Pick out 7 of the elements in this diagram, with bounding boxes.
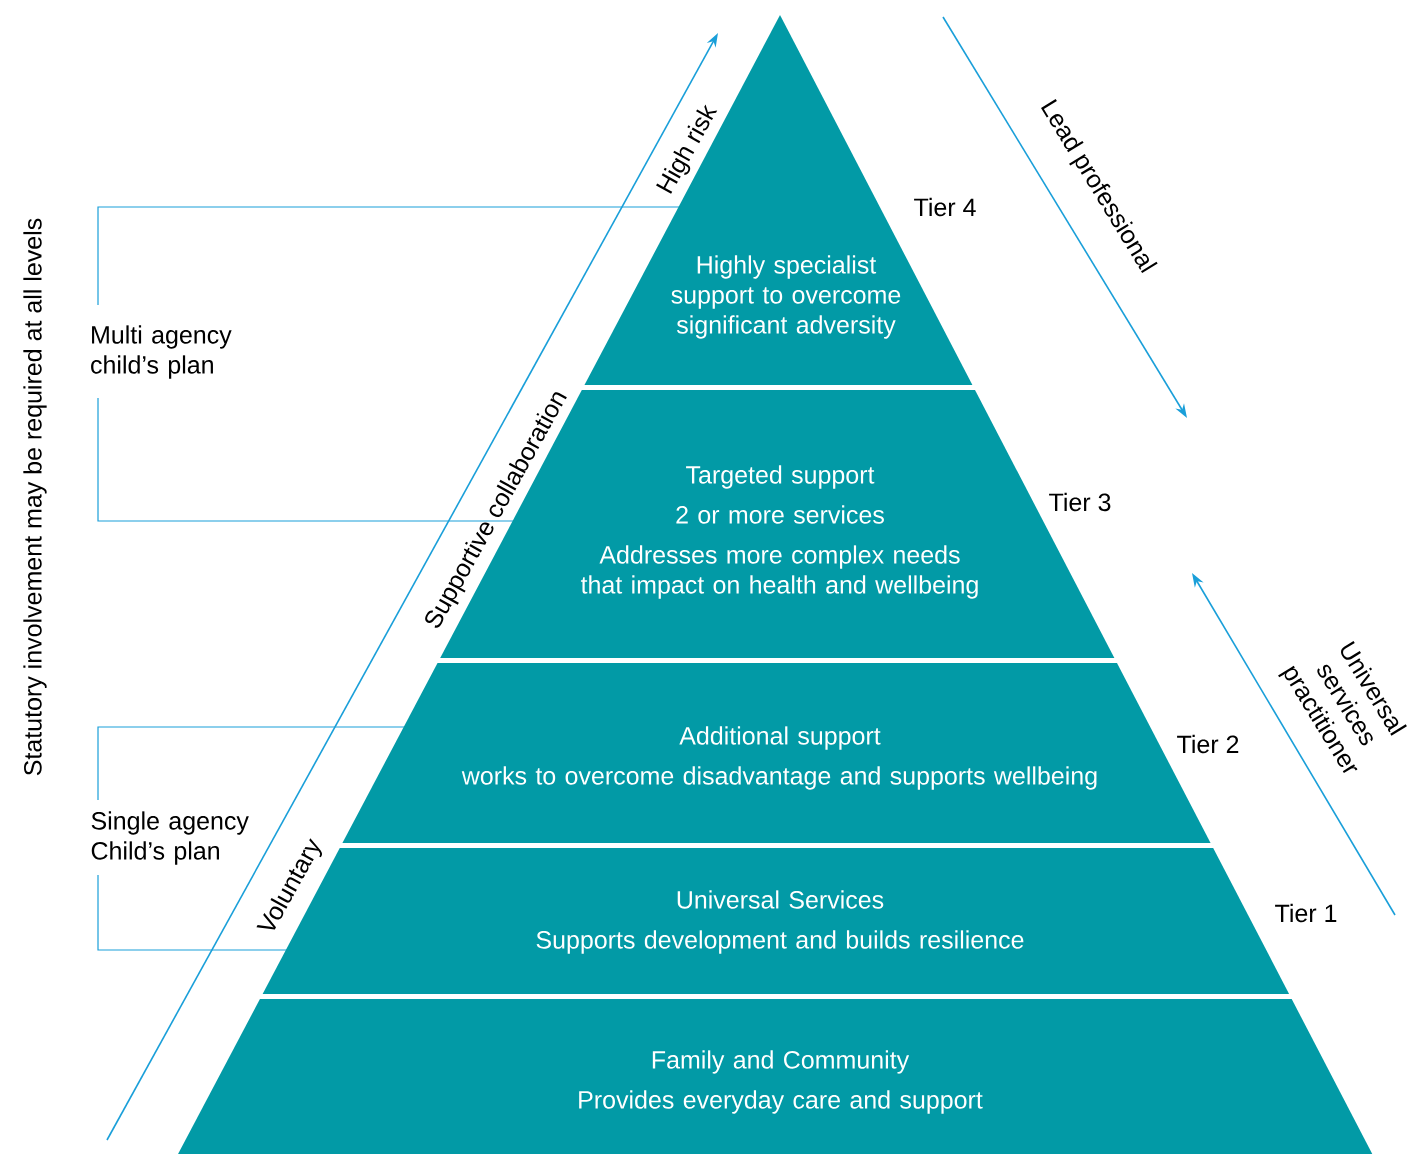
pyramid-tier: Family and Community Provides everyday care and support xyxy=(178,999,1373,1154)
plan-label: Single agency Child’s plan xyxy=(91,811,249,865)
side-label: Statutory involvement may be required at all levels xyxy=(23,218,47,776)
tier-label: Tier 3 xyxy=(1049,492,1111,512)
arrow-label: High risk xyxy=(656,104,718,194)
tier-label: Tier 4 xyxy=(914,197,976,217)
plan-label: Multi agency child’s plan xyxy=(91,325,232,379)
